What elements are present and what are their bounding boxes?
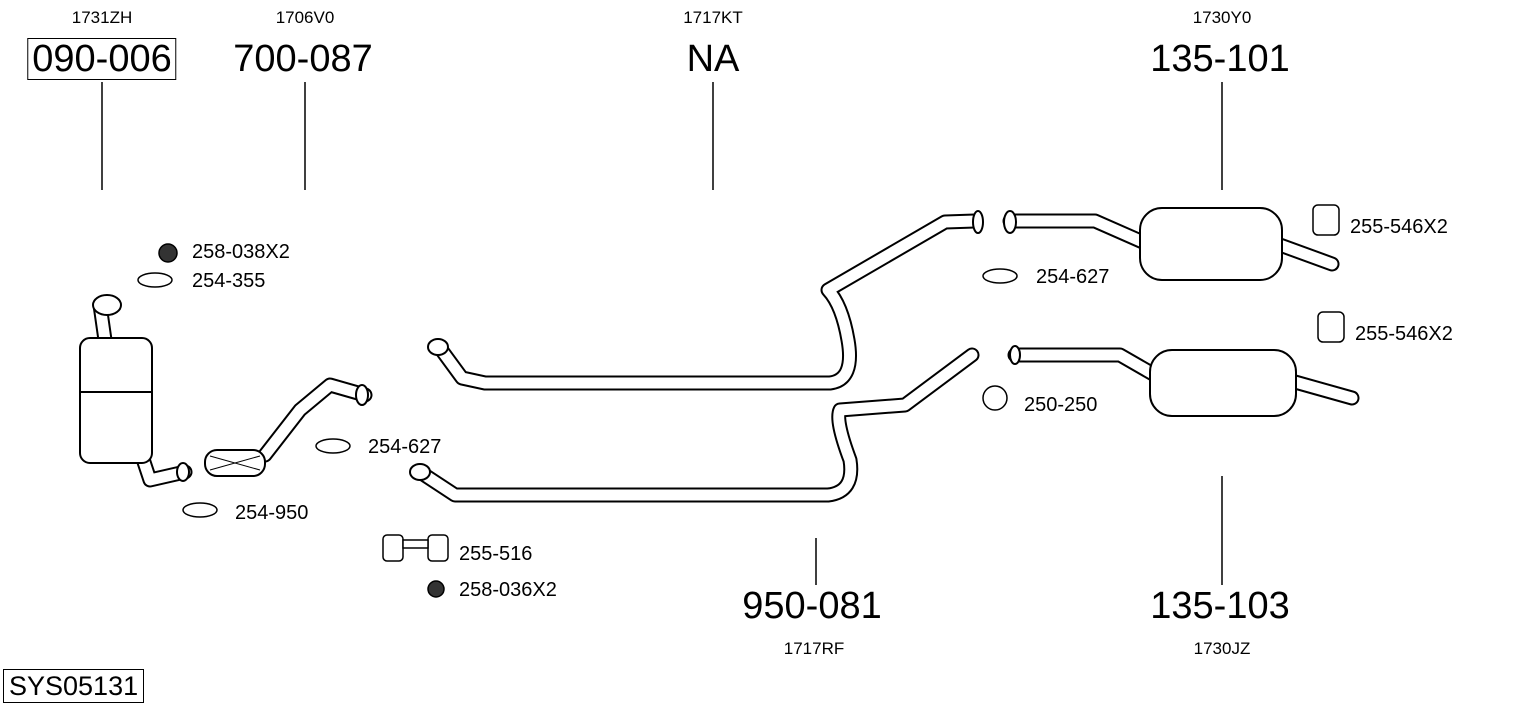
accessory-label[interactable]: 258-038X2: [192, 241, 290, 263]
rubber-hanger-icon: [1317, 311, 1345, 343]
oem-code: 1731ZH: [71, 8, 133, 27]
accessory-label[interactable]: 250-250: [1024, 394, 1098, 416]
part-number[interactable]: 135-101: [1150, 38, 1290, 80]
pipes: [92, 213, 1360, 503]
accessory-label[interactable]: 255-546X2: [1350, 216, 1448, 238]
rear-muffler-lower: [1149, 349, 1297, 417]
catalyst-inlet: [92, 294, 122, 316]
nut-icon: [427, 580, 445, 598]
system-id: SYS05131: [3, 669, 145, 703]
catalytic-converter: [79, 337, 153, 464]
accessory-label[interactable]: 254-950: [235, 502, 309, 524]
part-number[interactable]: 090-006: [27, 38, 177, 80]
oem-code: 1706V0: [275, 8, 335, 27]
ring-clamp-icon: [982, 385, 1008, 411]
accessory-label[interactable]: 254-355: [192, 270, 266, 292]
accessory-label[interactable]: 258-036X2: [459, 579, 557, 601]
clamp-icon: [137, 272, 173, 288]
rubber-hanger-icon: [1312, 204, 1340, 236]
part-number[interactable]: 950-081: [742, 585, 882, 627]
accessory-label[interactable]: 255-546X2: [1355, 323, 1453, 345]
accessory-label[interactable]: 254-627: [368, 436, 442, 458]
nut-icon: [158, 243, 178, 263]
part-number[interactable]: 700-087: [233, 38, 373, 80]
oem-code: 1717RF: [783, 639, 845, 658]
oem-code: 1717KT: [683, 8, 743, 27]
part-number[interactable]: 135-103: [1150, 585, 1290, 627]
rubber-hanger-bracket-icon: [382, 534, 404, 562]
rear-muffler-upper: [1139, 207, 1283, 281]
clamp-icon: [182, 502, 218, 518]
accessory-label[interactable]: 254-627: [1036, 266, 1110, 288]
accessory-label[interactable]: 255-516: [459, 543, 533, 565]
part-number[interactable]: NA: [686, 38, 740, 80]
clamp-icon: [315, 438, 351, 454]
clamp-icon: [982, 268, 1018, 284]
oem-code: 1730JZ: [1193, 639, 1251, 658]
oem-code: 1730Y0: [1192, 8, 1252, 27]
